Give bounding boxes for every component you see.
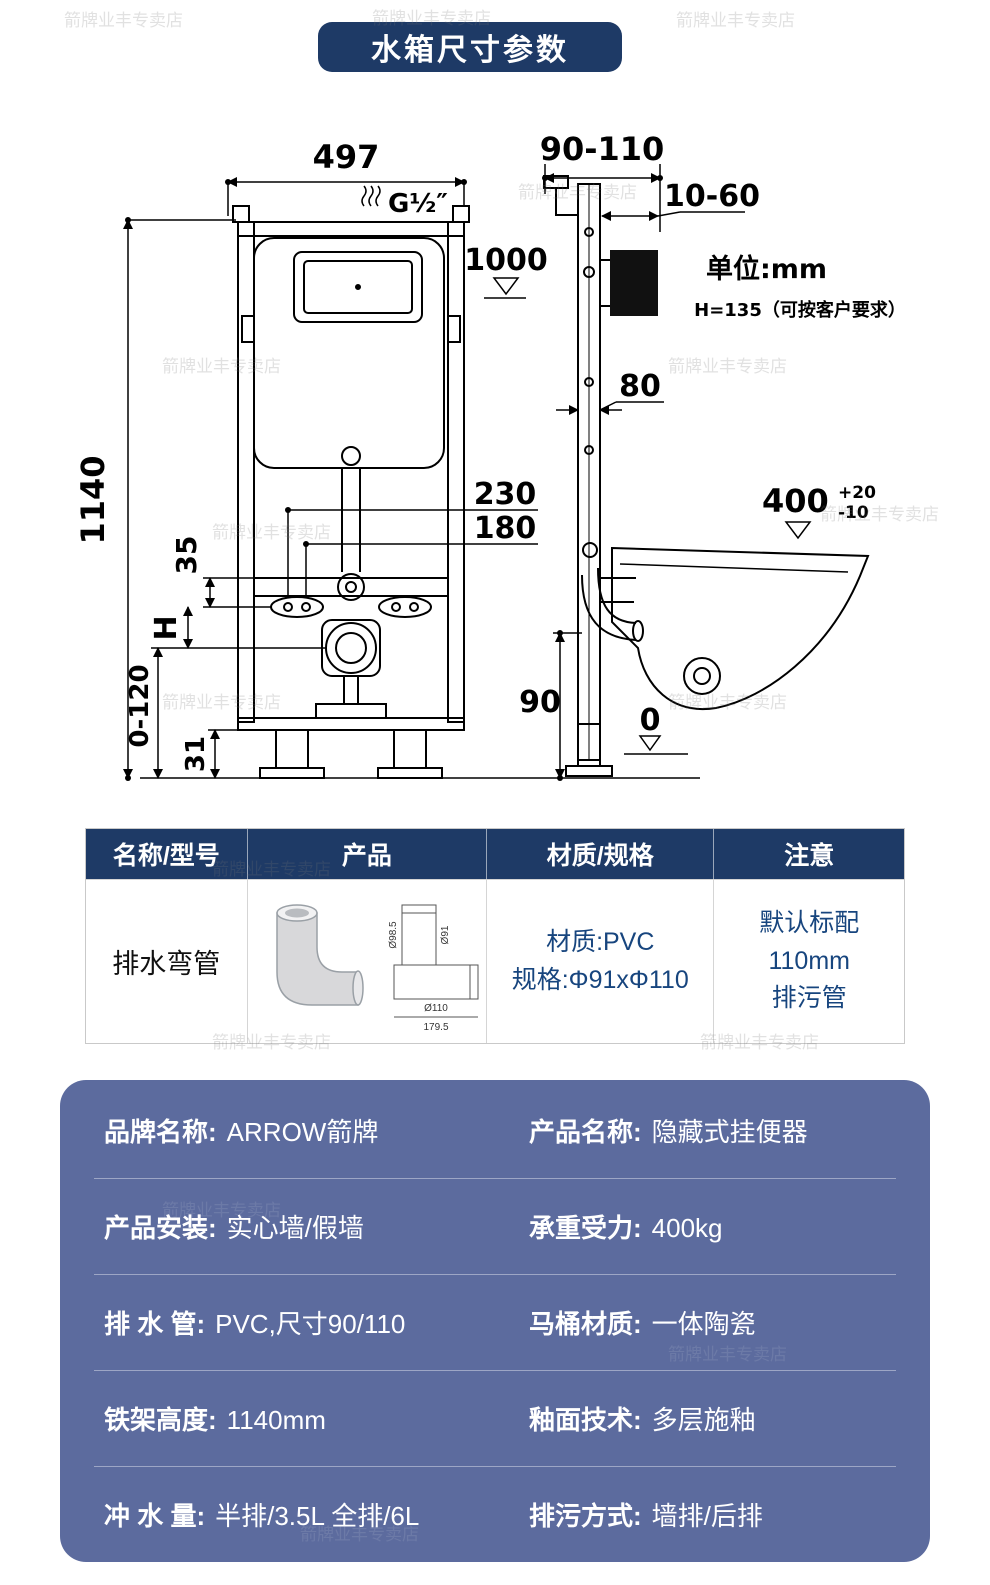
dim-floor-zero: 0 <box>640 703 661 738</box>
elbow-render <box>276 903 364 1006</box>
spec-label: 铁架高度: <box>104 1405 217 1435</box>
parts-table: 名称/型号 产品 材质/规格 注意 排水弯管 <box>85 828 905 1044</box>
watermark: 箭牌业丰专卖店 <box>162 693 281 712</box>
dim-overall-width: 497 <box>313 138 380 176</box>
spec-label: 马桶材质: <box>529 1309 642 1339</box>
col-header-product: 产品 <box>247 829 488 879</box>
dim-frame-height: 1140 <box>74 455 112 544</box>
elbow-dim-d2: Ø91 <box>440 925 451 944</box>
dim-tol-minus: -10 <box>838 503 869 523</box>
part-name: 排水弯管 <box>86 879 248 1043</box>
parts-table-row: 排水弯管 <box>86 879 904 1043</box>
frame-side-view <box>543 175 658 777</box>
spec-value: 400kg <box>651 1213 723 1243</box>
spec-row-brand: 品牌名称: ARROW箭牌 产品名称: 隐藏式挂便器 <box>94 1083 896 1179</box>
watermark: 箭牌业丰专卖店 <box>668 357 787 376</box>
note-line: 排污管 <box>771 984 847 1013</box>
spec-value: ARROW箭牌 <box>226 1117 379 1147</box>
dim-h: H <box>149 615 184 640</box>
spec-label: 排污方式: <box>529 1501 642 1531</box>
dim-foot-adjust: 0-120 <box>125 664 155 747</box>
dim-180: 180 <box>474 511 537 546</box>
spec-value: 实心墙/假墙 <box>226 1213 364 1243</box>
spec-label: 承重受力: <box>529 1213 642 1243</box>
elbow-dim-d1: Ø98.5 <box>388 920 399 948</box>
watermark: 箭牌业丰专卖店 <box>676 11 795 30</box>
dim-wall-depth: 90-110 <box>540 130 665 168</box>
watermark: 箭牌业丰专卖店 <box>162 1201 281 1220</box>
spec-label: 釉面技术: <box>529 1405 642 1435</box>
watermark: 箭牌业丰专卖店 <box>300 1525 419 1544</box>
unit-label: 单位:mm <box>706 253 827 285</box>
part-note-cell: 默认标配 110mm 排污管 <box>714 879 904 1043</box>
part-image-cell: Ø98.5 Ø91 Ø110 179.5 <box>247 879 488 1043</box>
spec-value: 一体陶瓷 <box>651 1309 756 1339</box>
spec-label: 冲 水 量: <box>104 1501 206 1531</box>
spec-label: 产品安装: <box>104 1213 217 1243</box>
col-header-note: 注意 <box>714 829 904 879</box>
watermark: 箭牌业丰专卖店 <box>668 1345 787 1364</box>
dimension-lines <box>123 164 812 781</box>
elbow-dim-len: 179.5 <box>423 1022 448 1033</box>
spec-value: 多层施釉 <box>651 1405 756 1435</box>
dim-230: 230 <box>474 477 537 512</box>
spec-label: 产品名称: <box>529 1117 642 1147</box>
spec-value: 1140mm <box>226 1405 326 1435</box>
h-note: H=135（可按客户要求） <box>694 299 906 321</box>
watermark: 箭牌业丰专卖店 <box>212 523 331 542</box>
note-line: 默认标配 <box>759 909 860 938</box>
spec-row-install: 产品安装: 实心墙/假墙 承重受力: 400kg <box>94 1179 896 1275</box>
dim-seat-height: 400 <box>762 482 829 520</box>
dim-inlet-thread: G½″ <box>388 189 448 219</box>
spec-line: 规格:Φ91xΦ110 <box>511 965 689 994</box>
spec-row-flush-volume: 冲 水 量: 半排/3.5L 全排/6L 排污方式: 墙排/后排 <box>94 1467 896 1562</box>
spec-row-drainpipe: 排 水 管: PVC,尺寸90/110 马桶材质: 一体陶瓷 <box>94 1275 896 1371</box>
spec-row-frame-height: 铁架高度: 1140mm 釉面技术: 多层施釉 <box>94 1371 896 1467</box>
watermark: 箭牌业丰专卖店 <box>64 11 183 30</box>
watermark: 箭牌业丰专卖店 <box>212 1033 331 1052</box>
material-line: 材质:PVC <box>546 928 655 956</box>
watermark: 箭牌业丰专卖店 <box>518 183 637 202</box>
elbow-dim-d3: Ø110 <box>424 1003 448 1014</box>
dim-panel-depth: 10-60 <box>664 179 760 214</box>
dim-outlet-height: 90 <box>519 685 561 720</box>
dim-35: 35 <box>170 536 203 575</box>
dim-31: 31 <box>181 736 211 772</box>
dim-tol-plus: +20 <box>838 483 876 503</box>
note-line: 110mm <box>768 946 850 975</box>
parts-table-header: 名称/型号 产品 材质/规格 注意 <box>86 829 904 879</box>
spec-value: 半排/3.5L 全排/6L <box>215 1501 420 1531</box>
inlet-symbol-icon <box>361 185 381 207</box>
spec-value: PVC,尺寸90/110 <box>215 1309 406 1339</box>
watermark: 箭牌业丰专卖店 <box>668 693 787 712</box>
col-header-material: 材质/规格 <box>487 829 715 879</box>
watermark: 箭牌业丰专卖店 <box>372 9 491 28</box>
page-title: 水箱尺寸参数 <box>318 22 622 72</box>
watermark: 箭牌业丰专卖店 <box>162 357 281 376</box>
spec-value: 墙排/后排 <box>651 1501 763 1531</box>
watermark: 箭牌业丰专卖店 <box>820 505 939 524</box>
dim-supply-height: 1000 <box>464 243 548 278</box>
spec-value: 隐藏式挂便器 <box>651 1117 808 1147</box>
dimension-diagram: 497 90-110 10-60 G½″ 1000 单位:mm H=135（可按… <box>74 130 906 781</box>
spec-label: 品牌名称: <box>104 1117 217 1147</box>
drain-elbow-image: Ø98.5 Ø91 Ø110 179.5 <box>276 903 479 1033</box>
part-material-cell: 材质:PVC 规格:Φ91xΦ110 <box>487 879 715 1043</box>
dim-80: 80 <box>619 369 661 404</box>
elbow-outline-drawing <box>393 904 479 1017</box>
col-header-name: 名称/型号 <box>86 829 248 879</box>
spec-label: 排 水 管: <box>104 1309 206 1339</box>
toilet-bowl-side-view <box>600 546 870 711</box>
watermark: 箭牌业丰专卖店 <box>700 1033 819 1052</box>
specs-panel: 品牌名称: ARROW箭牌 产品名称: 隐藏式挂便器 产品安装: 实心墙/假墙 … <box>60 1080 930 1562</box>
watermark: 箭牌业丰专卖店 <box>212 860 331 879</box>
